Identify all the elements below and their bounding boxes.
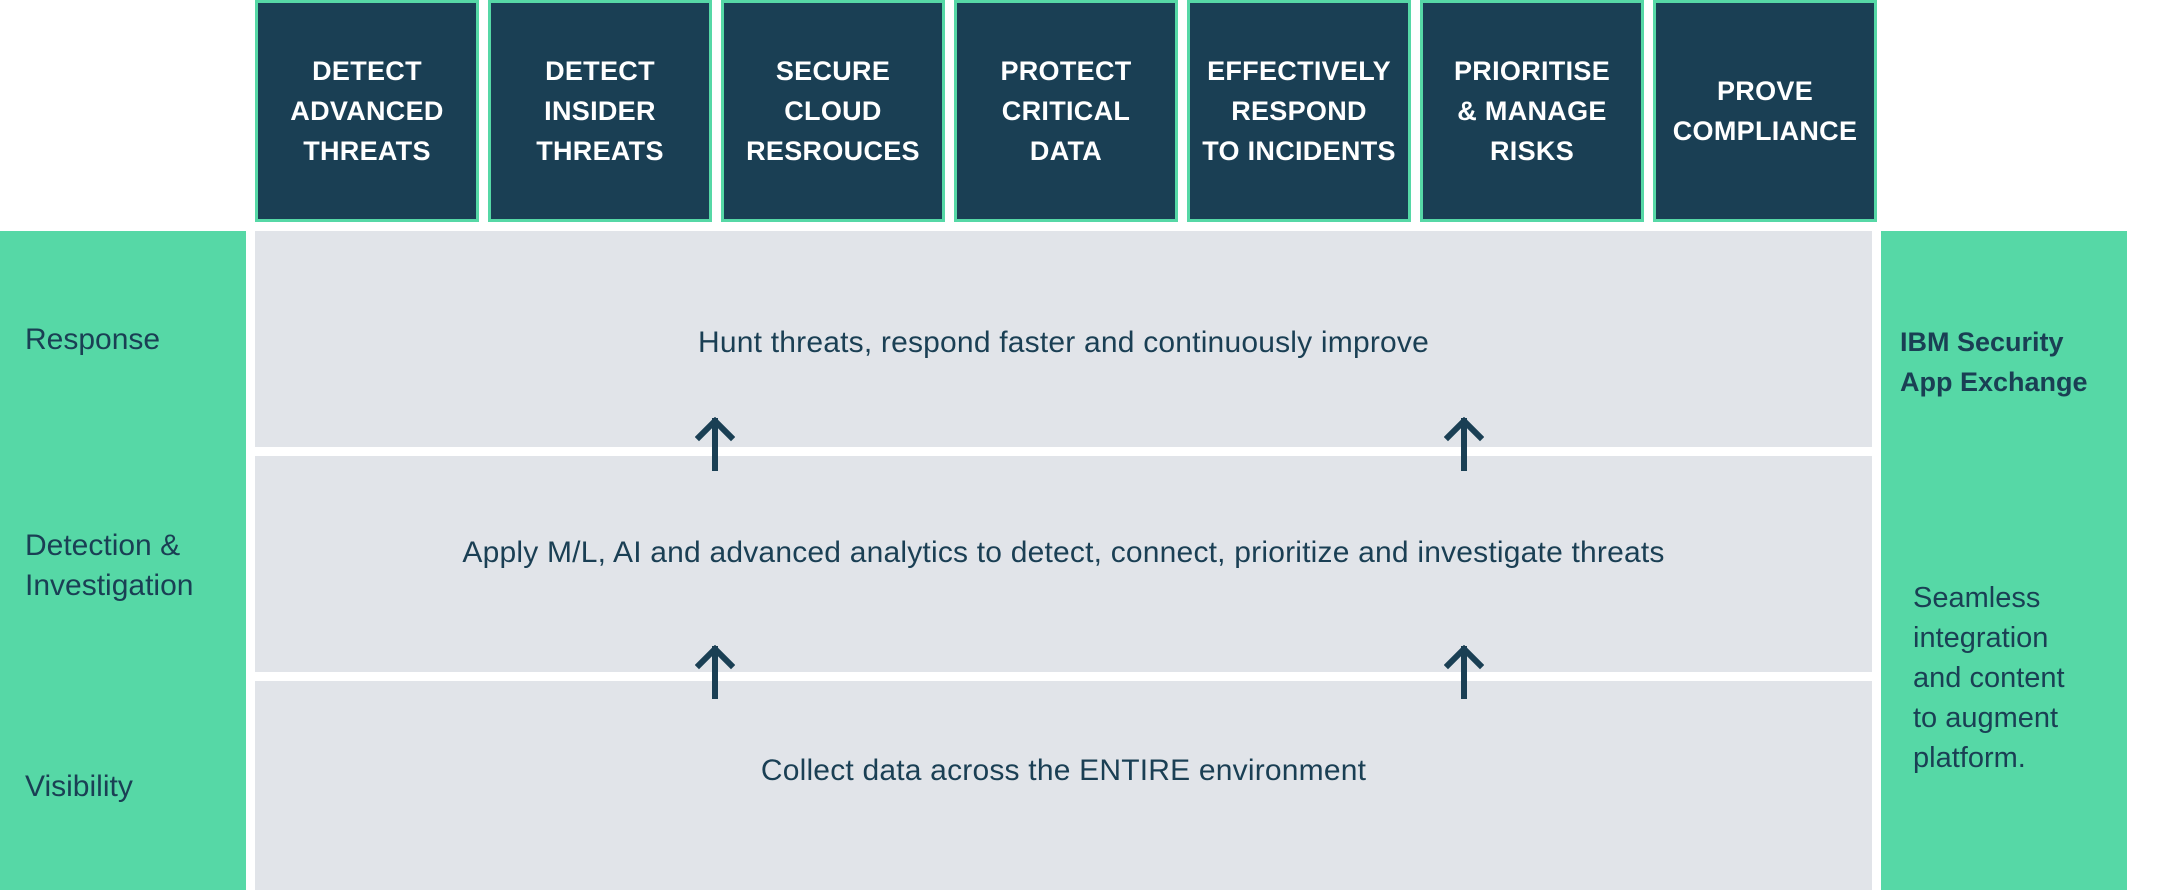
capability-label: PROVE COMPLIANCE — [1672, 76, 1858, 146]
layer-label-visibility: Visibility — [25, 770, 133, 803]
capability-label: PROTECT CRITICAL DATA — [1000, 56, 1132, 166]
arrow-up-icon — [695, 417, 735, 471]
capability-tile-manage-risks: PRIORITISE & MANAGE RISKS — [1420, 0, 1644, 222]
capability-label: DETECT ADVANCED THREATS — [290, 56, 444, 166]
capability-label: PRIORITISE & MANAGE RISKS — [1453, 56, 1611, 166]
layer-label-detection: Detection & Investigation — [25, 529, 194, 602]
layer-label-column — [0, 231, 246, 890]
arrow-up-icon — [1444, 645, 1484, 699]
app-exchange-column — [1881, 231, 2127, 890]
layer-text-detection: Apply M/L, AI and advanced analytics to … — [462, 536, 1665, 569]
arrow-up-icon — [695, 645, 735, 699]
capability-tile-respond-to-incidents: EFFECTIVELY RESPOND TO INCIDENTS — [1187, 0, 1411, 222]
capability-label: DETECT INSIDER THREATS — [536, 56, 664, 166]
capability-tile-detect-insider-threats: DETECT INSIDER THREATS — [488, 0, 712, 222]
layer-text-visibility: Collect data across the ENTIRE environme… — [760, 754, 1367, 787]
app-exchange-description: Seamless integration and content to augm… — [1913, 582, 2065, 774]
capability-tile-detect-advanced-threats: DETECT ADVANCED THREATS — [255, 0, 479, 222]
app-exchange-title: IBM Security App Exchange — [1900, 327, 2088, 397]
capability-label: SECURE CLOUD RESROUCES — [746, 56, 920, 166]
capability-tile-prove-compliance: PROVE COMPLIANCE — [1653, 0, 1877, 222]
layer-label-response: Response — [25, 323, 161, 356]
capability-tile-protect-critical-data: PROTECT CRITICAL DATA — [954, 0, 1178, 222]
layer-text-response: Hunt threats, respond faster and continu… — [698, 326, 1429, 359]
arrow-up-icon — [1444, 417, 1484, 471]
layer-band-detection: Apply M/L, AI and advanced analytics to … — [255, 456, 1872, 672]
capability-label: EFFECTIVELY RESPOND TO INCIDENTS — [1202, 56, 1396, 166]
capability-tile-secure-cloud-resources: SECURE CLOUD RESROUCES — [721, 0, 945, 222]
layer-band-visibility: Collect data across the ENTIRE environme… — [255, 681, 1872, 890]
layer-band-response: Hunt threats, respond faster and continu… — [255, 231, 1872, 447]
